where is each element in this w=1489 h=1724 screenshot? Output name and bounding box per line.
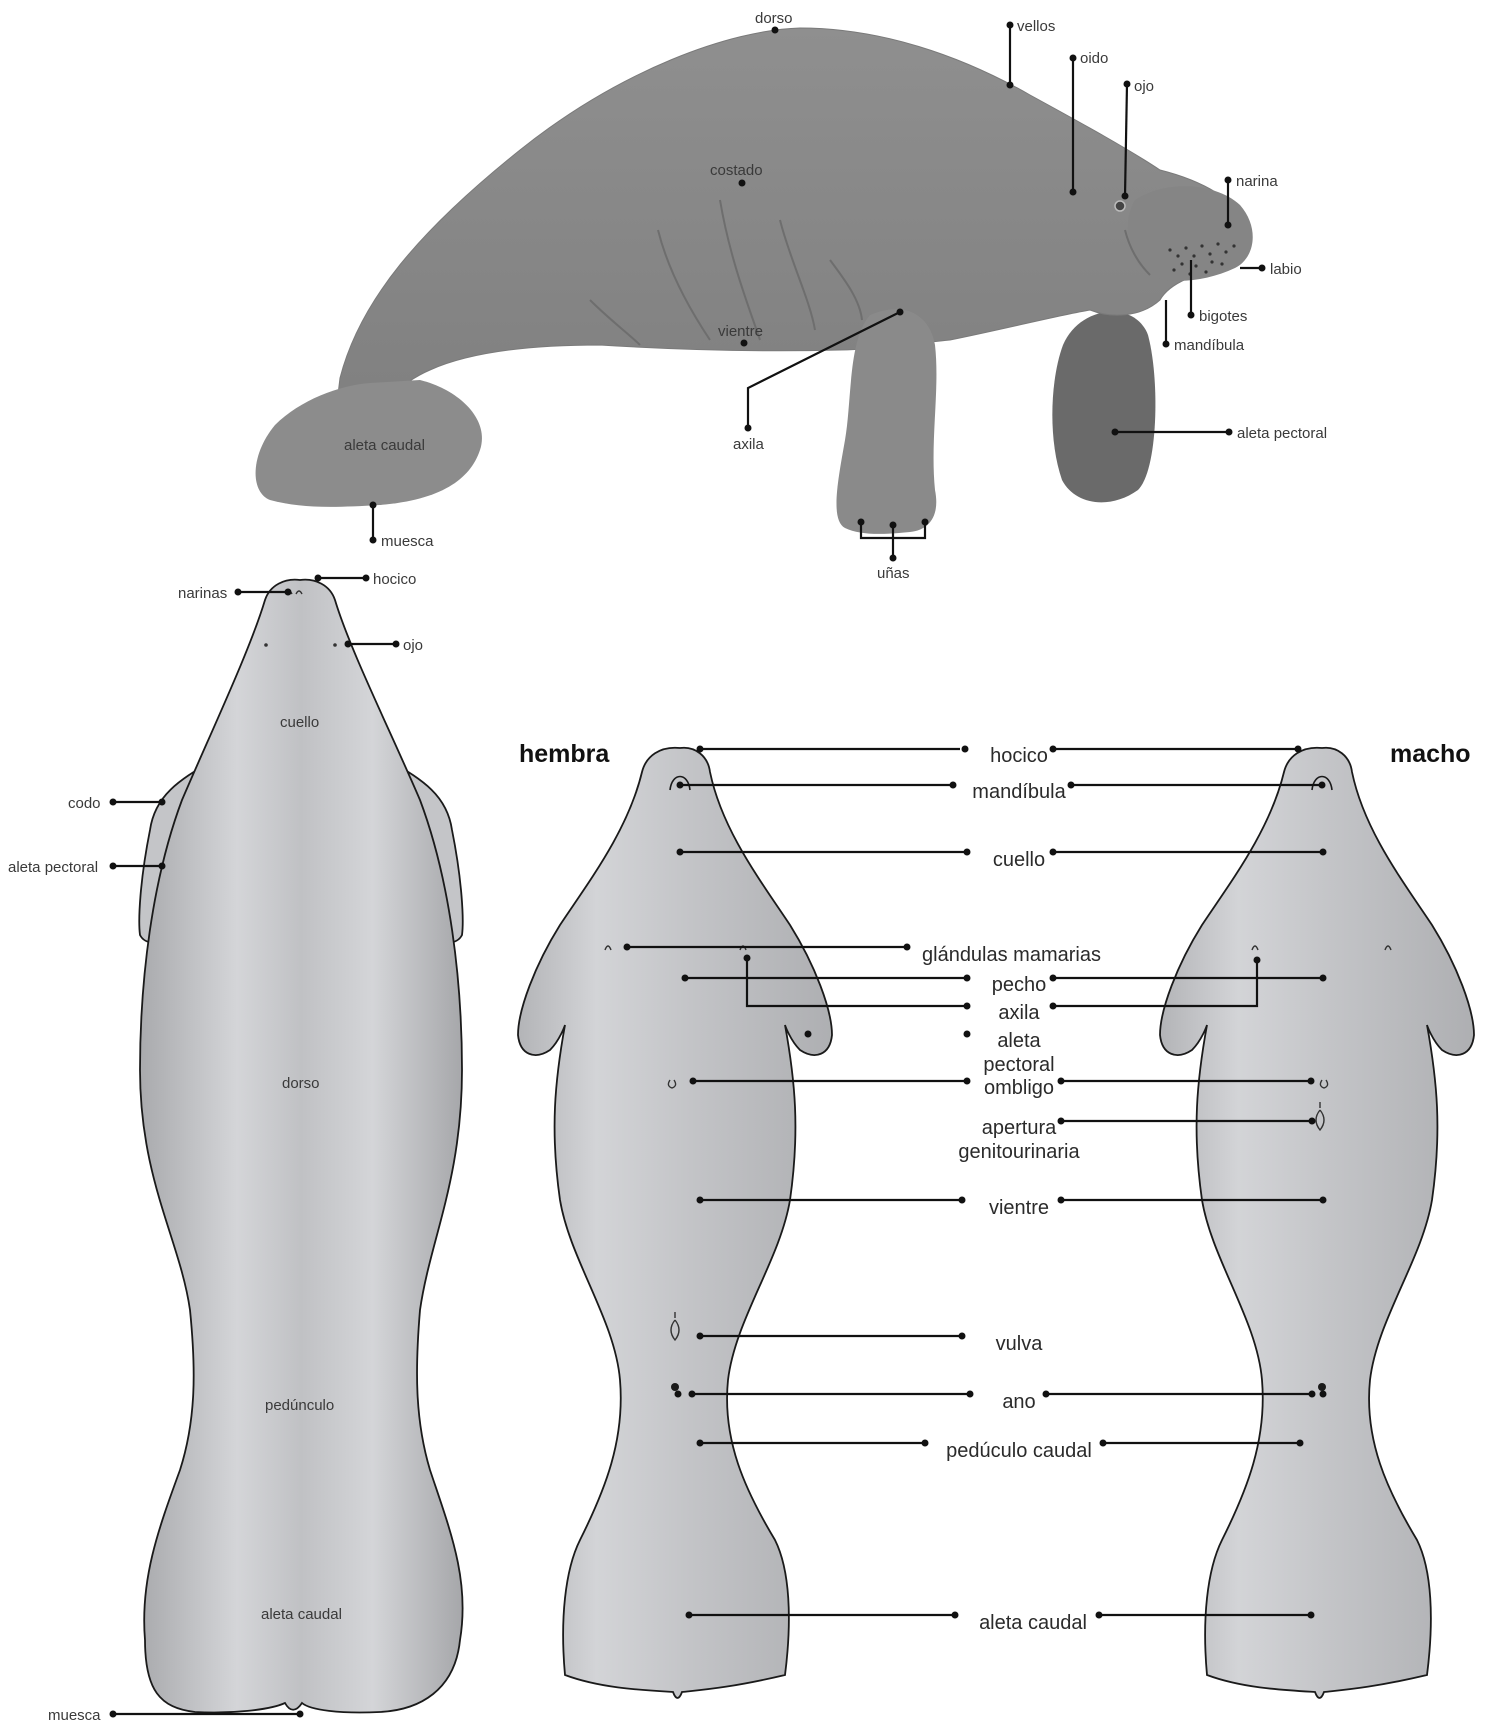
dorsal-eye-right-icon xyxy=(333,643,337,647)
side-label-vientre: vientre xyxy=(718,323,763,340)
side-label-dorso: dorso xyxy=(755,10,793,27)
female-body xyxy=(518,748,832,1698)
side-label-labio: labio xyxy=(1270,261,1302,278)
side-label-mandibula: mandíbula xyxy=(1174,337,1245,354)
side-label-unas: uñas xyxy=(877,565,910,582)
ventral-label-apertura: apertura xyxy=(982,1117,1057,1139)
side-label-oido: oido xyxy=(1080,50,1108,67)
side-label-axila: axila xyxy=(733,436,765,453)
ventral-label-peduculo: pedúculo caudal xyxy=(946,1440,1092,1462)
side-label-ojo: ojo xyxy=(1134,78,1154,95)
ventral-label-hocico: hocico xyxy=(990,745,1048,767)
side-far-pectoral-fin xyxy=(1052,312,1155,503)
ventral-label-aleta: aleta xyxy=(997,1030,1041,1052)
dorsal-label-codo: codo xyxy=(68,795,101,812)
dorsal-label-muesca: muesca xyxy=(48,1707,101,1724)
ventral-label-axila: axila xyxy=(998,1002,1040,1024)
female-title: hembra xyxy=(519,740,610,768)
ventral-label-vulva: vulva xyxy=(996,1333,1044,1355)
side-eye-icon xyxy=(1115,201,1125,211)
ventral-label-cuello: cuello xyxy=(993,849,1045,871)
dorsal-eye-left-icon xyxy=(264,643,268,647)
side-label-bigotes: bigotes xyxy=(1199,308,1247,325)
dorsal-body xyxy=(140,580,463,1713)
dorsal-label-ojo: ojo xyxy=(403,637,423,654)
female-ventral-manatee xyxy=(518,748,832,1698)
ventral-label-ombligo: ombligo xyxy=(984,1077,1054,1099)
male-anus-icon xyxy=(1318,1383,1326,1391)
male-title: macho xyxy=(1390,740,1471,768)
dorsal-label-dorso: dorso xyxy=(282,1075,320,1092)
ventral-label-mandibula: mandíbula xyxy=(972,781,1066,803)
side-label-aleta-caudal: aleta caudal xyxy=(344,437,425,454)
ventral-label-vientre: vientre xyxy=(989,1197,1049,1219)
male-ventral-manatee xyxy=(1160,748,1474,1698)
side-label-narina: narina xyxy=(1236,173,1278,190)
male-body xyxy=(1160,748,1474,1698)
side-label-vellos: vellos xyxy=(1017,18,1055,35)
dorsal-label-aleta-caudal: aleta caudal xyxy=(261,1606,342,1623)
ventral-label-pectoral: pectoral xyxy=(983,1054,1054,1076)
dorsal-label-cuello: cuello xyxy=(280,714,319,731)
dorsal-label-narinas: narinas xyxy=(178,585,227,602)
ventral-label-aleta-caudal: aleta caudal xyxy=(979,1612,1087,1634)
side-label-costado: costado xyxy=(710,162,763,179)
dorsal-view-manatee xyxy=(139,580,462,1713)
ventral-label-glandulas: glándulas mamarias xyxy=(922,944,1101,966)
ventral-label-ano: ano xyxy=(1002,1391,1035,1413)
dorsal-label-aleta-pectoral: aleta pectoral xyxy=(8,859,98,876)
female-anus-icon xyxy=(671,1383,679,1391)
side-view-manatee xyxy=(256,28,1253,534)
dorsal-label-peduncle: pedúnculo xyxy=(265,1397,334,1414)
side-label-aleta-pectoral: aleta pectoral xyxy=(1237,425,1327,442)
dorsal-label-hocico: hocico xyxy=(373,571,416,588)
ventral-label-genitourinaria: genitourinaria xyxy=(958,1141,1080,1163)
side-label-muesca: muesca xyxy=(381,533,434,550)
ventral-label-pecho: pecho xyxy=(992,974,1047,996)
